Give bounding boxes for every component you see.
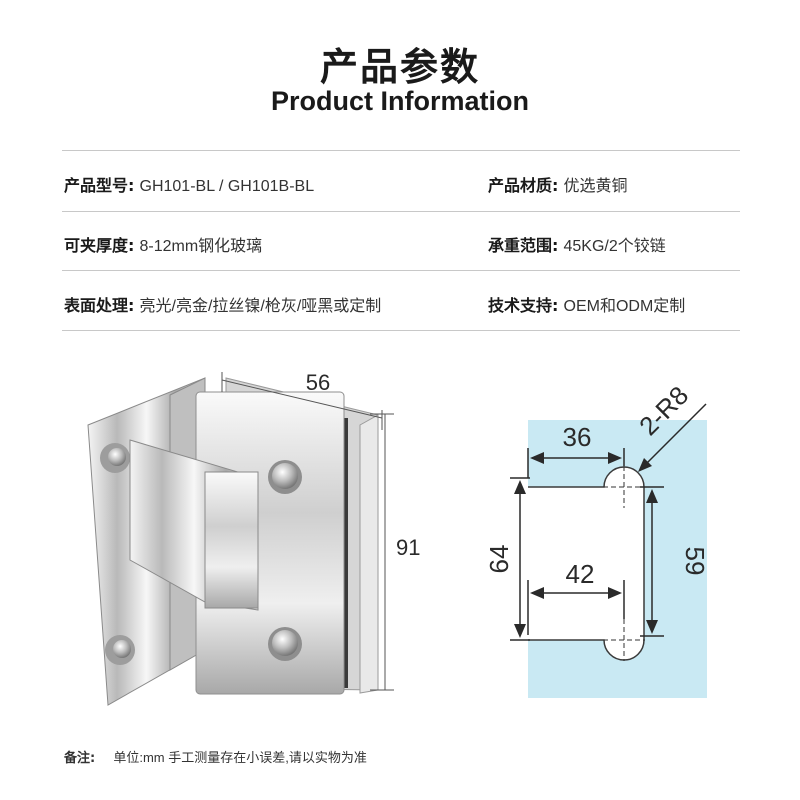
divider — [62, 330, 740, 331]
screw-icon — [272, 463, 298, 489]
page-subtitle: Product Information — [271, 86, 529, 116]
divider — [62, 211, 740, 212]
spec-label: 表面处理: — [64, 296, 135, 315]
hinge-clamp-edge — [359, 414, 379, 694]
spec-value: 亮光/亮金/拉丝镍/枪灰/哑黑或定制 — [139, 298, 382, 315]
product-width-dimension — [221, 372, 383, 430]
spec-label: 产品材质: — [488, 176, 559, 195]
page-title: 产品参数 — [319, 45, 480, 89]
screw-icon — [272, 630, 298, 656]
hole-left-dimension — [510, 477, 530, 641]
screw-icon — [113, 640, 131, 658]
product-height-dimension — [370, 413, 394, 691]
spec-finish: 表面处理: 亮光/亮金/拉丝镍/枪灰/哑黑或定制 — [64, 292, 381, 316]
hole-right-dimension — [640, 486, 664, 637]
screw-icon — [108, 448, 126, 466]
spec-support: 技术支持: OEM和ODM定制 — [488, 292, 685, 316]
hole-bottom-dimension — [527, 580, 625, 635]
radius-leader — [638, 403, 707, 472]
glass-cut-outline — [528, 466, 645, 661]
spec-label: 产品型号: — [64, 176, 135, 195]
spec-label: 技术支持: — [488, 296, 559, 315]
hinge-product-image — [87, 377, 379, 706]
spec-value: 优选黄铜 — [563, 178, 628, 195]
hole-right-height-label: 59 — [680, 547, 710, 576]
spec-label: 承重范围: — [488, 236, 559, 255]
spec-value: 8-12mm钢化玻璃 — [139, 238, 263, 255]
footnote-text: 单位:mm 手工测量存在小误差,请以实物为准 — [113, 750, 367, 765]
hole-top-width-label: 36 — [563, 422, 592, 452]
product-width-label: 56 — [306, 370, 330, 395]
spec-label: 可夹厚度: — [64, 236, 135, 255]
footnote: 备注: 单位:mm 手工测量存在小误差,请以实物为准 — [64, 747, 367, 766]
hinge-knuckle-front — [204, 471, 259, 609]
glass-hole-diagram — [528, 420, 707, 698]
spec-load: 承重范围: 45KG/2个铰链 — [488, 232, 666, 256]
divider — [62, 270, 740, 271]
spec-model: 产品型号: GH101-BL / GH101B-BL — [64, 172, 314, 196]
spec-thickness: 可夹厚度: 8-12mm钢化玻璃 — [64, 232, 262, 256]
spec-value: GH101-BL / GH101B-BL — [139, 178, 315, 195]
hole-bottom-width-label: 42 — [566, 559, 595, 589]
hole-top-dimension — [527, 448, 625, 478]
glass-panel — [528, 420, 707, 698]
product-height-label: 91 — [396, 535, 420, 560]
divider — [62, 150, 740, 151]
spec-material: 产品材质: 优选黄铜 — [488, 172, 628, 196]
footnote-label: 备注: — [64, 751, 96, 766]
spec-value: OEM和ODM定制 — [563, 298, 686, 315]
spec-value: 45KG/2个铰链 — [563, 238, 666, 255]
hole-left-height-label: 64 — [484, 545, 514, 574]
